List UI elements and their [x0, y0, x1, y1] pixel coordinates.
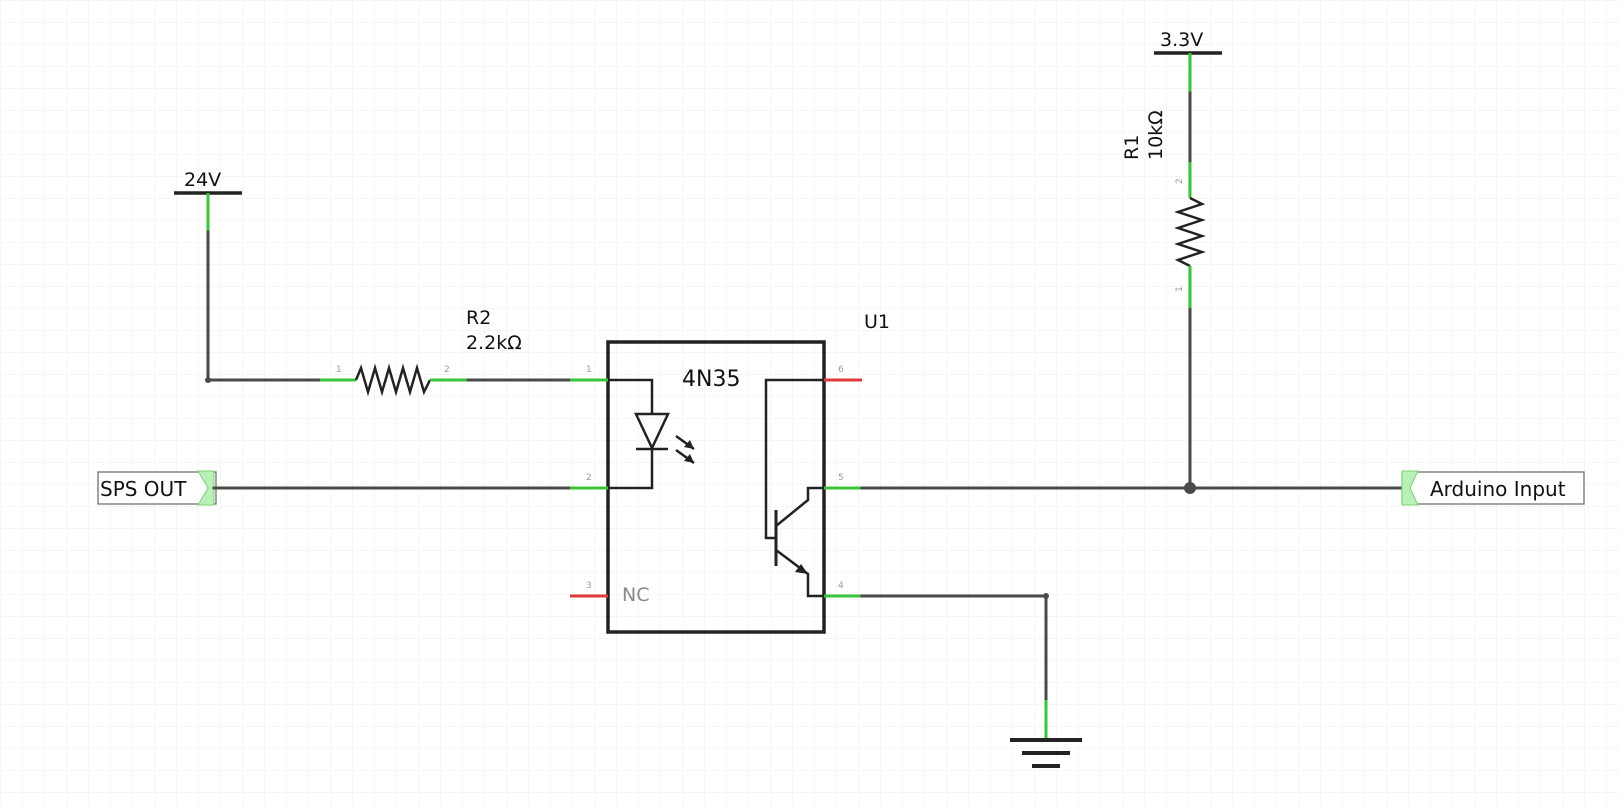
port-sps-out-label: SPS OUT	[100, 477, 187, 501]
r1-name: R1	[1121, 135, 1143, 160]
power-3v3[interactable]: 3.3V	[1154, 29, 1222, 55]
r2-value: 2.2kΩ	[466, 332, 522, 354]
ground-icon[interactable]	[1010, 738, 1082, 768]
u1-nc-label: NC	[622, 584, 649, 606]
port-arduino-input[interactable]: Arduino Input	[1401, 470, 1585, 506]
r2-name: R2	[466, 307, 491, 329]
u1-pin5-number: 5	[838, 473, 844, 483]
r2-pin2-number: 2	[444, 365, 450, 375]
r1-pin1-number: 1	[1175, 286, 1185, 292]
r1-value: 10kΩ	[1145, 110, 1167, 160]
optocoupler-u1[interactable]: U1 4N35 1 2 3 NC 6 5 4	[570, 311, 890, 634]
r2-pin1-number: 1	[336, 365, 342, 375]
port-arduino-input-label: Arduino Input	[1430, 477, 1566, 501]
phototransistor-icon	[764, 378, 824, 598]
power-24v-label: 24V	[184, 169, 221, 191]
u1-pin4-number: 4	[838, 581, 844, 591]
port-sps-out[interactable]: SPS OUT	[97, 470, 217, 506]
r1-pin2-number: 2	[1175, 178, 1185, 184]
u1-ref: U1	[864, 311, 890, 333]
led-icon	[608, 378, 695, 490]
resistor-r2[interactable]: 1 2 R2 2.2kΩ	[320, 307, 522, 397]
power-3v3-label: 3.3V	[1160, 29, 1203, 51]
u1-part: 4N35	[682, 367, 740, 392]
u1-pin1-number: 1	[586, 365, 592, 375]
u1-pin3-number: 3	[586, 581, 592, 591]
junction-24v	[205, 377, 211, 383]
u1-pin6-number: 6	[838, 365, 844, 375]
resistor-r1[interactable]: 2 1 R1 10kΩ	[1121, 110, 1206, 308]
u1-pin2-number: 2	[586, 473, 592, 483]
